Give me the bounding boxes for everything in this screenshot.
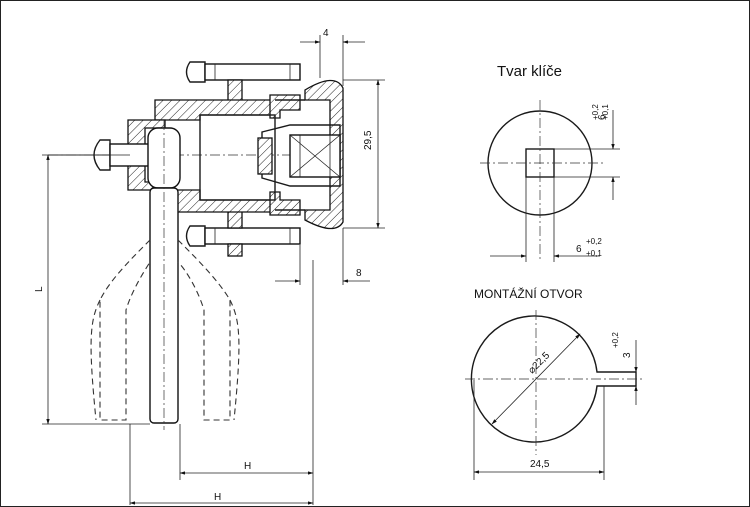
mounting-diameter-label: ⌀22,5 [526, 350, 552, 376]
dim-height-label: 29,5 [363, 130, 374, 150]
dim-h-lower: H [129, 424, 314, 505]
dim-h-upper: H [179, 260, 314, 505]
dim-length-label: L [34, 286, 45, 292]
key-dim-vertical: 6 [597, 114, 608, 120]
key-shape-view: Tvar klíče 6 +0,2 +0,1 6 +0,2 +0,1 [480, 63, 620, 262]
key-dim-vertical-tol-upper: +0,2 [591, 104, 600, 120]
dim-height: 29,5 [343, 79, 385, 229]
dim-length: L [34, 154, 150, 425]
dim-right: 8 [275, 228, 370, 285]
key-dim-horizontal: 6 [576, 244, 582, 255]
left-pin [93, 139, 156, 171]
handle [90, 120, 240, 430]
key-shape-title: Tvar klíče [497, 63, 562, 80]
dim-h-upper-label: H [244, 461, 251, 472]
dim-top-label: 4 [323, 28, 329, 39]
bottom-screw [185, 206, 301, 257]
mounting-hole-view: MONTÁŽNÍ OTVOR ⌀22,5 24,5 3 +0,2 [465, 286, 645, 480]
mounting-slot-label: 3 [622, 352, 633, 358]
mounting-hole-title: MONTÁŽNÍ OTVOR [474, 286, 583, 301]
key-dim-horizontal-tol-upper: +0,2 [586, 237, 602, 246]
mounting-width-label: 24,5 [530, 459, 550, 470]
assembly-view: 4 29,5 8 L H [34, 28, 385, 505]
dim-h-lower-label: H [214, 492, 221, 503]
key-dim-horizontal-tol-lower: +0,1 [586, 249, 602, 258]
dim-top: 4 [300, 28, 365, 86]
cylinder-core [257, 124, 341, 187]
housing-section [127, 79, 344, 230]
key-dim-vertical-tol-lower: +0,1 [601, 104, 610, 120]
mounting-slot-tol: +0,2 [611, 332, 620, 348]
dim-right-label: 8 [356, 268, 362, 279]
